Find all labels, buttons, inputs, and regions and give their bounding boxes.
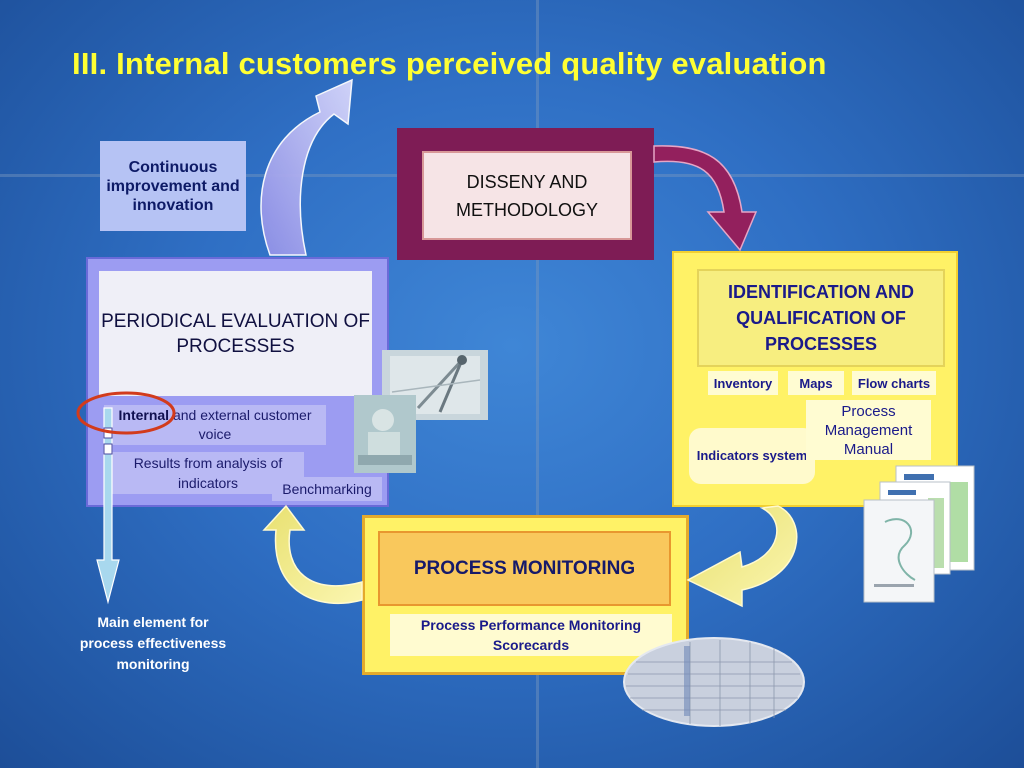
scorecards-box: Process Performance Monitoring Scorecard… [390,614,672,656]
identification-qualification-box: IDENTIFICATION AND QUALIFICATION OF PROC… [697,269,945,367]
process-monitoring-box: PROCESS MONITORING [378,531,671,606]
documents-image [863,465,975,603]
background-vertical-line [536,0,539,768]
compass-image [382,350,488,420]
continuous-improvement-box: Continuous improvement and innovation [100,141,246,231]
external-voice-label: and external customer voice [169,407,312,442]
curved-arrow-up-icon [260,78,353,256]
slide-title: III. Internal customers perceived qualit… [72,46,827,81]
highlight-circle-icon [76,391,176,435]
process-management-manual-box: Process Management Manual [806,400,931,460]
periodical-evaluation-box: PERIODICAL EVALUATION OF PROCESSES [99,271,372,396]
curved-arrow-yellow-right-icon [686,505,798,608]
person-desk-image [354,395,416,473]
bullet-square-icon [103,443,113,455]
curved-arrow-yellow-left-icon [262,504,363,604]
maps-tag: Maps [788,371,844,395]
benchmarking-box: Benchmarking [272,477,382,501]
indicators-system-box: Indicators system [689,428,815,484]
customer-voice-box: Internal and external customer voice [104,405,326,445]
disseny-methodology-box: DISSENY AND METHODOLOGY [422,151,632,240]
flow-charts-tag: Flow charts [852,371,936,395]
results-indicators-box: Results from analysis of indicators [112,452,304,494]
curved-arrow-magenta-icon [653,145,758,252]
inventory-tag: Inventory [708,371,778,395]
scorecard-table-image [623,637,805,727]
main-element-caption: Main element for process effectiveness m… [79,614,227,672]
internal-label: Internal [118,407,170,423]
